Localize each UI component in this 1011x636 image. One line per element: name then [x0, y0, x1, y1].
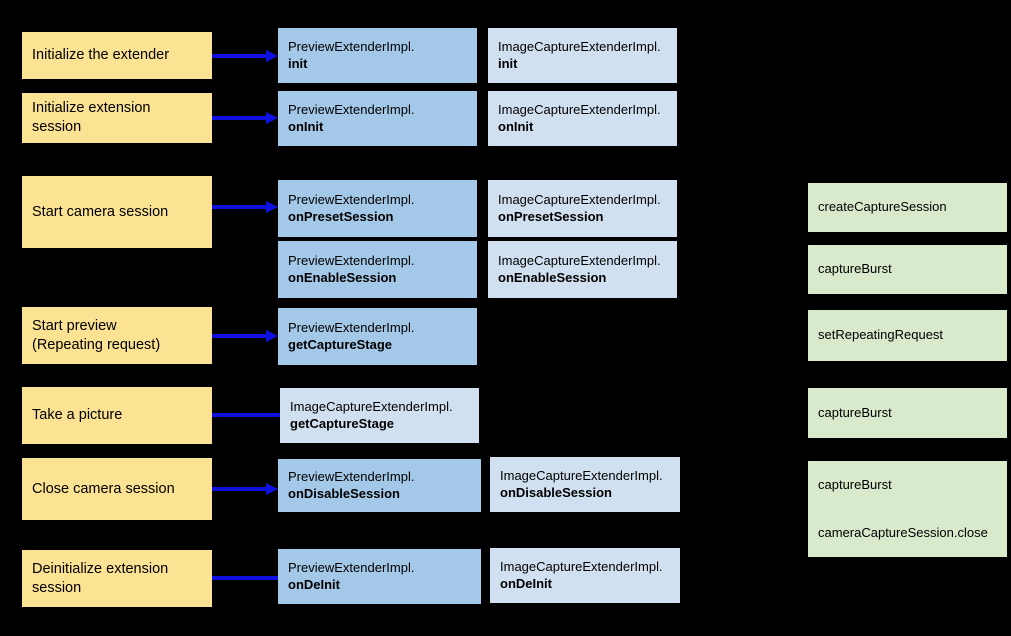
class-name-label: PreviewExtenderImpl. [288, 559, 415, 575]
preview-extender-box-pe-init[interactable]: PreviewExtenderImpl.init [278, 28, 477, 83]
class-name-label: PreviewExtenderImpl. [288, 319, 415, 335]
stage-label: Initialize extension [32, 100, 151, 117]
arrow-head [266, 330, 278, 342]
stage-label: Start preview [32, 317, 117, 334]
method-name-label: onInit [288, 118, 324, 134]
image-capture-extender-box-ice-oninit[interactable]: ImageCaptureExtenderImpl.onInit [488, 91, 677, 146]
method-name-label: onDisableSession [288, 485, 400, 501]
camera-api-box-api-setrepeatingrequest[interactable]: setRepeatingRequest [808, 310, 1007, 361]
stage-label: (Repeating request) [32, 336, 161, 353]
image-capture-extender-box-ice-init[interactable]: ImageCaptureExtenderImpl.init [488, 28, 677, 83]
stage-box-start-preview[interactable]: Start preview (Repeating request) [22, 307, 212, 364]
preview-extender-box-pe-onenablesession[interactable]: PreviewExtenderImpl.onEnableSession [278, 241, 477, 298]
camera-api-label: captureBurst [818, 404, 892, 420]
flow-arrow-start-camera-session-icon [212, 201, 278, 213]
arrow-shaft [212, 116, 266, 120]
arrow-shaft [212, 54, 266, 58]
image-capture-extender-box-ice-onpresetsession[interactable]: ImageCaptureExtenderImpl.onPresetSession [488, 180, 677, 237]
preview-extender-box-pe-oninit[interactable]: PreviewExtenderImpl.onInit [278, 91, 477, 146]
method-name-label: init [498, 55, 518, 71]
camera-api-label: createCaptureSession [818, 199, 947, 215]
preview-extender-box-pe-onpresetsession[interactable]: PreviewExtenderImpl.onPresetSession [278, 180, 477, 237]
method-name-label: onDeInit [500, 575, 552, 591]
camera-api-box-api-captureburst-preset[interactable]: captureBurst [808, 245, 1007, 294]
preview-extender-box-pe-ondisablesession[interactable]: PreviewExtenderImpl.onDisableSession [278, 459, 481, 512]
class-name-label: ImageCaptureExtenderImpl. [500, 467, 663, 483]
arrow-head [266, 483, 278, 495]
arrow-head [266, 50, 278, 62]
preview-extender-box-pe-getcapturestage[interactable]: PreviewExtenderImpl.getCaptureStage [278, 308, 477, 365]
camera-api-box-api-cameracapturesessionclose[interactable]: cameraCaptureSession.close [808, 510, 1007, 557]
arrow-shaft [212, 334, 266, 338]
method-name-label: onEnableSession [288, 269, 397, 285]
method-name-label: onEnableSession [498, 269, 607, 285]
stage-box-take-picture[interactable]: Take a picture [22, 387, 212, 444]
arrow-shaft [212, 576, 280, 580]
method-name-label: init [288, 55, 308, 71]
camera-api-label: setRepeatingRequest [818, 327, 944, 343]
stage-box-close-camera-session[interactable]: Close camera session [22, 458, 212, 520]
class-name-label: PreviewExtenderImpl. [288, 468, 415, 484]
arrow-head [266, 112, 278, 124]
camera-api-label: cameraCaptureSession.close [818, 525, 988, 541]
method-name-label: onPresetSession [288, 208, 394, 224]
arrow-head [266, 201, 278, 213]
camera-api-box-api-captureburst-capture[interactable]: captureBurst [808, 388, 1007, 438]
camera-api-box-api-createcapturesession[interactable]: createCaptureSession [808, 183, 1007, 232]
method-name-label: getCaptureStage [288, 336, 393, 352]
image-capture-extender-box-ice-onenablesession[interactable]: ImageCaptureExtenderImpl.onEnableSession [488, 241, 677, 298]
class-name-label: PreviewExtenderImpl. [288, 191, 415, 207]
method-name-label: onDeInit [288, 576, 340, 592]
camera-api-label: captureBurst [818, 261, 892, 277]
stage-label: Take a picture [32, 407, 123, 424]
class-name-label: ImageCaptureExtenderImpl. [498, 101, 661, 117]
stage-box-init-session[interactable]: Initialize extension session [22, 93, 212, 143]
method-name-label: onInit [498, 118, 534, 134]
arrow-shaft [212, 487, 266, 491]
flow-arrow-close-camera-session-icon [212, 483, 278, 495]
stage-label: Close camera session [32, 480, 175, 497]
stage-label: session [32, 119, 82, 135]
method-name-label: onDisableSession [500, 484, 612, 500]
class-name-label: ImageCaptureExtenderImpl. [290, 398, 453, 414]
class-name-label: ImageCaptureExtenderImpl. [498, 38, 661, 54]
class-name-label: PreviewExtenderImpl. [288, 101, 415, 117]
camera-api-label: captureBurst [818, 477, 892, 493]
image-capture-extender-box-ice-ondeinit[interactable]: ImageCaptureExtenderImpl.onDeInit [490, 548, 680, 603]
method-name-label: onPresetSession [498, 208, 604, 224]
flow-arrow-start-preview-icon [212, 330, 278, 342]
arrow-shaft [212, 205, 266, 209]
class-name-label: PreviewExtenderImpl. [288, 252, 415, 268]
class-name-label: ImageCaptureExtenderImpl. [498, 191, 661, 207]
stage-label: Initialize the extender [32, 47, 170, 64]
class-name-label: ImageCaptureExtenderImpl. [498, 252, 661, 268]
flow-arrow-init-session-icon [212, 112, 278, 124]
image-capture-extender-box-ice-ondisablesession[interactable]: ImageCaptureExtenderImpl.onDisableSessio… [490, 457, 680, 512]
class-name-label: PreviewExtenderImpl. [288, 38, 415, 54]
class-name-label: ImageCaptureExtenderImpl. [500, 558, 663, 574]
method-name-label: getCaptureStage [290, 415, 395, 431]
stage-box-init-extender[interactable]: Initialize the extender [22, 32, 212, 79]
stage-label: Start camera session [32, 203, 169, 220]
image-capture-extender-box-ice-getcapturestage[interactable]: ImageCaptureExtenderImpl.getCaptureStage [280, 388, 479, 443]
camera-api-box-api-captureburst-disable[interactable]: captureBurst [808, 461, 1007, 510]
stage-label: session [32, 579, 82, 596]
stage-label: Deinitialize extension [32, 560, 169, 577]
stage-box-deinit-session[interactable]: Deinitialize extension session [22, 550, 212, 607]
flow-arrow-init-extender-icon [212, 50, 278, 62]
stage-box-start-camera-session[interactable]: Start camera session [22, 176, 212, 248]
preview-extender-box-pe-ondeinit[interactable]: PreviewExtenderImpl.onDeInit [278, 549, 481, 604]
arrow-shaft [212, 413, 280, 417]
